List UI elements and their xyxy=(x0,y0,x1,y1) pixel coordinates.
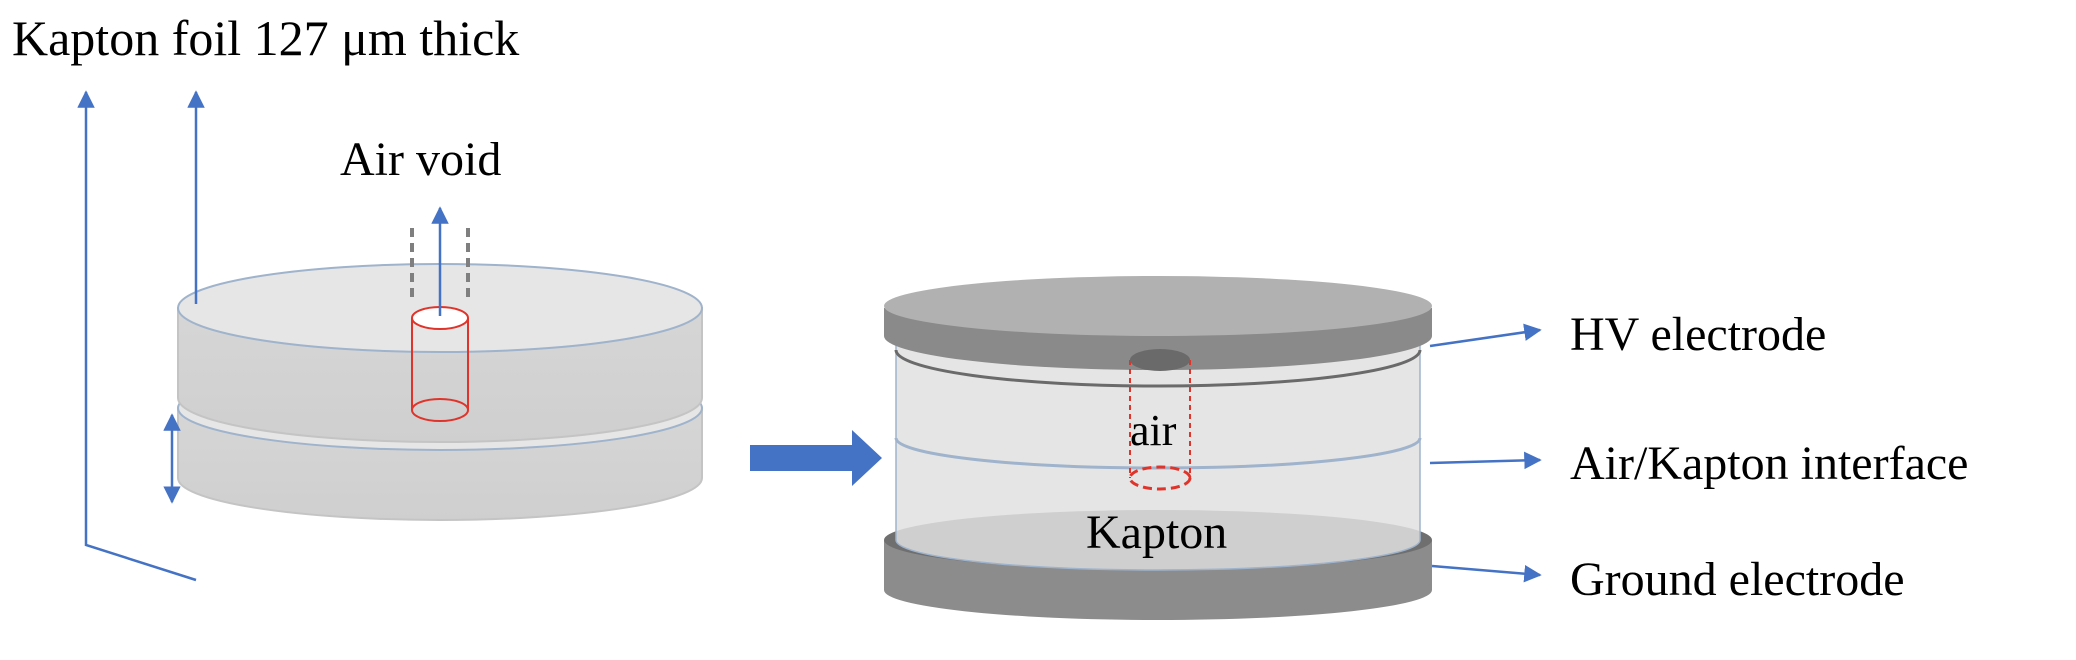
right-void-cylinder xyxy=(1128,349,1192,491)
air-void-label: Air void xyxy=(340,133,501,186)
kapton-foil-label: Kapton foil 127 μm thick xyxy=(12,10,519,66)
air-void-cylinder xyxy=(411,306,469,422)
transition-arrow xyxy=(750,430,882,486)
kapton-label: Kapton xyxy=(1086,506,1227,559)
hv-electrode-disk xyxy=(884,276,1432,388)
hv-electrode-label: HV electrode xyxy=(1570,308,1826,361)
kapton-foil-pointer-arrows xyxy=(77,90,205,582)
hv-electrode-arrow xyxy=(1429,323,1542,348)
interface-label: Air/Kapton interface xyxy=(1570,437,1968,490)
ground-electrode-arrow xyxy=(1431,564,1542,583)
assembled-stack xyxy=(884,276,1432,620)
void-guide-lines xyxy=(410,228,470,300)
air-label: air xyxy=(1130,406,1177,455)
interface-arrow xyxy=(1429,451,1542,470)
ground-electrode-label: Ground electrode xyxy=(1570,553,1905,606)
